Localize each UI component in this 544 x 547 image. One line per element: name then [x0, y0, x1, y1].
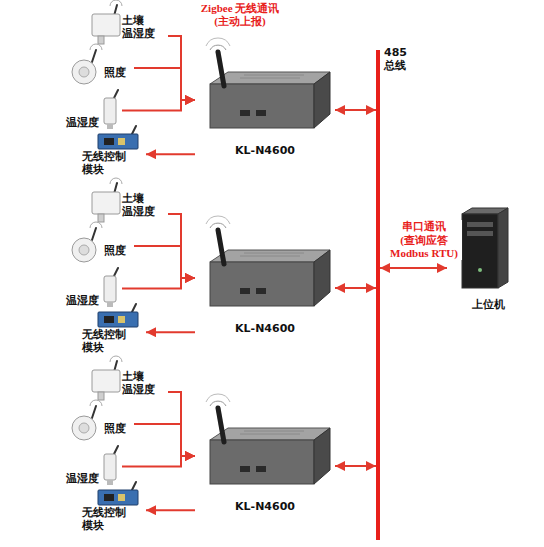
temp-humidity-sensor: 温湿度 [62, 446, 122, 487]
connector-arrow [146, 153, 195, 155]
connector-arrow [335, 465, 376, 467]
soil-sensor: 土壤 温湿度 [88, 4, 168, 46]
wireless-control-module-label: 无线控制 模块 [82, 150, 126, 176]
connector-arrow [146, 331, 195, 333]
rs485-bus: 485 总线 [376, 50, 380, 540]
connector-arrow [335, 287, 376, 289]
soil-sensor: 土壤 温湿度 [88, 182, 168, 224]
light-sensor-label: 照度 [104, 66, 126, 79]
wireless-control-module: 无线控制 模块 [80, 130, 146, 178]
temp-humidity-sensor: 温湿度 [62, 268, 122, 309]
soil-sensor-label: 土壤 温湿度 [122, 370, 155, 396]
protocol-note: Zigbee 无线通讯 (主动上报) [188, 2, 292, 28]
soil-sensor-label: 土壤 温湿度 [122, 14, 155, 40]
soil-sensor: 土壤 温湿度 [88, 360, 168, 402]
wireless-control-module-label: 无线控制 模块 [82, 328, 126, 354]
rs485-bus-label: 485 总线 [384, 46, 407, 72]
wireless-control-module: 无线控制 模块 [80, 308, 146, 356]
connector-arrow [134, 68, 195, 100]
wireless-control-module: 无线控制 模块 [80, 486, 146, 534]
device-group-2 [72, 178, 330, 327]
connector-arrow [134, 246, 195, 278]
light-sensor: 照度 [64, 404, 134, 444]
light-sensor: 照度 [64, 48, 134, 88]
connector-label: 串口通讯 (查询应答 Modbus RTU) [386, 220, 462, 260]
light-sensor-label: 照度 [104, 422, 126, 435]
temp-humidity-sensor: 温湿度 [62, 90, 122, 131]
gateway-label: KL-N4600 [195, 322, 335, 335]
gateway-label: KL-N4600 [195, 144, 335, 157]
device-group-1 [72, 0, 330, 149]
gateway: KL-N4600 [195, 404, 335, 526]
server-icon [462, 208, 508, 288]
gateway: KL-N4600 [195, 226, 335, 348]
host-computer-label: 上位机 [447, 298, 529, 311]
temp-humidity-sensor-label: 温湿度 [66, 472, 99, 485]
connector-arrow [134, 424, 195, 456]
light-sensor: 照度 [64, 226, 134, 266]
connector-arrow [122, 100, 195, 111]
gateway-label: KL-N4600 [195, 500, 335, 513]
connector-arrow [335, 109, 376, 111]
soil-sensor-label: 土壤 温湿度 [122, 192, 155, 218]
gateway: KL-N4600 [195, 48, 335, 170]
wireless-control-module-label: 无线控制 模块 [82, 506, 126, 532]
device-group-3 [72, 356, 330, 505]
temp-humidity-sensor-label: 温湿度 [66, 294, 99, 307]
connector-arrow [122, 456, 195, 467]
connector-arrow [146, 509, 195, 511]
connector-arrow [122, 278, 195, 289]
temp-humidity-sensor-label: 温湿度 [66, 116, 99, 129]
light-sensor-label: 照度 [104, 244, 126, 257]
connector-arrow [380, 267, 447, 269]
